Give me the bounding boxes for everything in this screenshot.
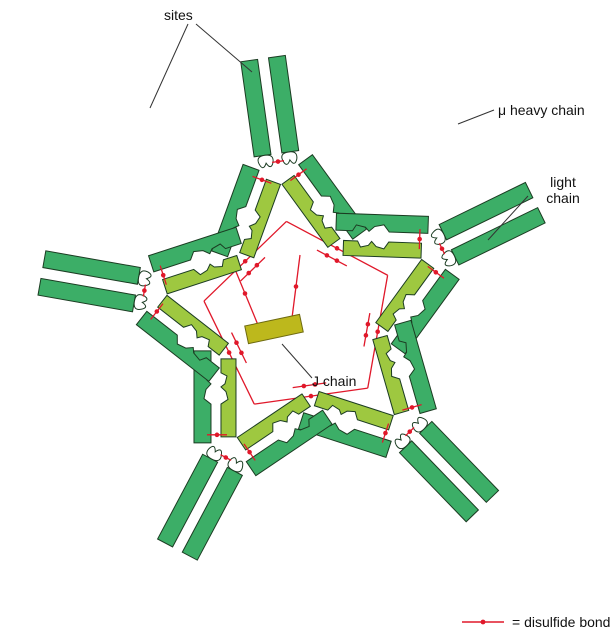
heavy-chain-label: μ heavy chain <box>498 102 585 118</box>
heavy-chain-fc <box>43 251 140 284</box>
heavy-chain-fab <box>336 213 429 233</box>
light-chain <box>343 240 421 258</box>
igm-monomer <box>285 306 539 561</box>
j-chain <box>245 314 304 343</box>
light-chain-label-line2: chain <box>528 190 598 206</box>
heavy-chain-fc <box>38 278 135 311</box>
heavy-chain-fab <box>246 410 332 476</box>
light-chain-label-line1: light <box>528 174 598 190</box>
heavy-chain-fc <box>268 55 298 152</box>
light-chain-label: light chain <box>528 174 598 206</box>
legend: = disulfide bond <box>460 614 610 630</box>
heavy-chain-fc <box>241 59 271 156</box>
light-chain <box>221 359 236 437</box>
j-chain-label: J chain <box>312 373 356 389</box>
igm-monomer <box>319 133 570 363</box>
disulfide-bond-legend-icon <box>460 616 506 628</box>
sites-label: sites <box>164 7 193 23</box>
